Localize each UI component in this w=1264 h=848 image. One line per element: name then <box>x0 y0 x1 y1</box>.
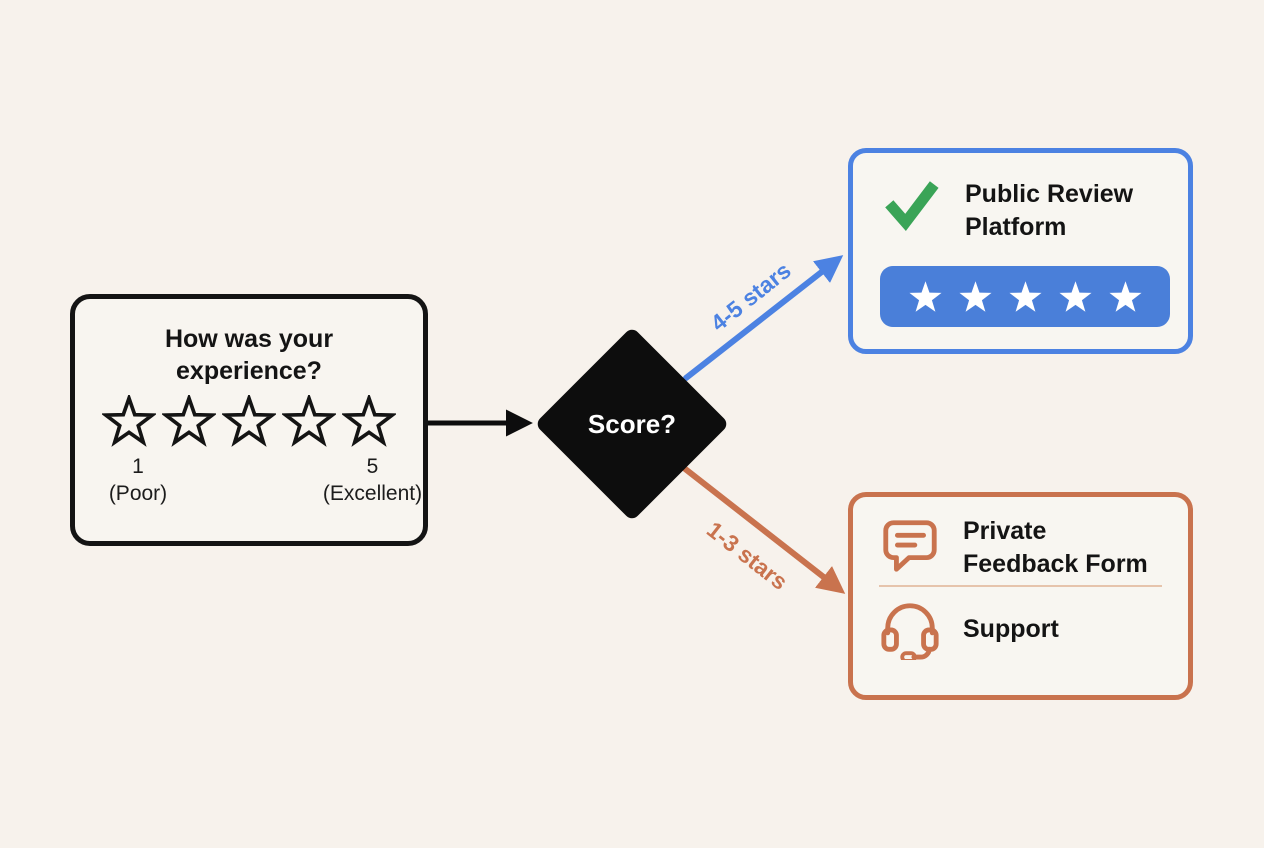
five-star-rating-bar <box>880 266 1170 327</box>
public-review-card: Public Review Platform <box>848 148 1193 354</box>
star-filled-icon <box>1058 280 1092 312</box>
support-row: Support <box>853 587 1188 671</box>
green-checkmark-icon <box>885 181 939 232</box>
star-outline-icon <box>282 395 336 447</box>
scale-high: 5 (Excellent) <box>305 453 440 507</box>
private-feedback-card: Private Feedback Form Support <box>848 492 1193 700</box>
star-outline-icon <box>222 395 276 447</box>
decision-diamond: Score? <box>534 326 730 522</box>
branch-label-1-3-stars: 1-3 stars <box>702 516 793 595</box>
star-filled-icon <box>908 280 942 312</box>
star-outline-icon <box>342 395 396 447</box>
star-outline-icon <box>102 395 156 447</box>
scale-high-value: 5 <box>366 455 379 478</box>
star-filled-icon <box>1008 280 1042 312</box>
scale-low-label: (Poor) <box>108 482 168 505</box>
survey-title: How was your experience? <box>164 325 334 385</box>
support-label: Support <box>963 614 1059 643</box>
public-review-title: Public Review Platform <box>965 180 1134 241</box>
star-outline-icon <box>162 395 216 447</box>
survey-card: How was your experience? 1 (Poor) 5 (Exc… <box>70 294 428 546</box>
feedback-form-label: Private Feedback Form <box>963 517 1148 578</box>
card-divider <box>879 585 1162 587</box>
headset-icon <box>881 603 939 660</box>
scale-low: 1 (Poor) <box>93 453 183 507</box>
speech-bubble-icon <box>883 520 937 572</box>
survey-scale: 1 (Poor) 5 (Excellent) <box>75 453 423 513</box>
survey-star-rating <box>75 395 423 447</box>
scale-high-label: (Excellent) <box>322 482 423 505</box>
branch-label-4-5-stars: 4-5 stars <box>705 256 796 337</box>
scale-low-value: 1 <box>132 455 144 478</box>
star-filled-icon <box>1108 280 1142 312</box>
decision-label: Score? <box>587 408 677 439</box>
star-filled-icon <box>958 280 992 312</box>
feedback-form-row: Private Feedback Form <box>853 497 1188 585</box>
